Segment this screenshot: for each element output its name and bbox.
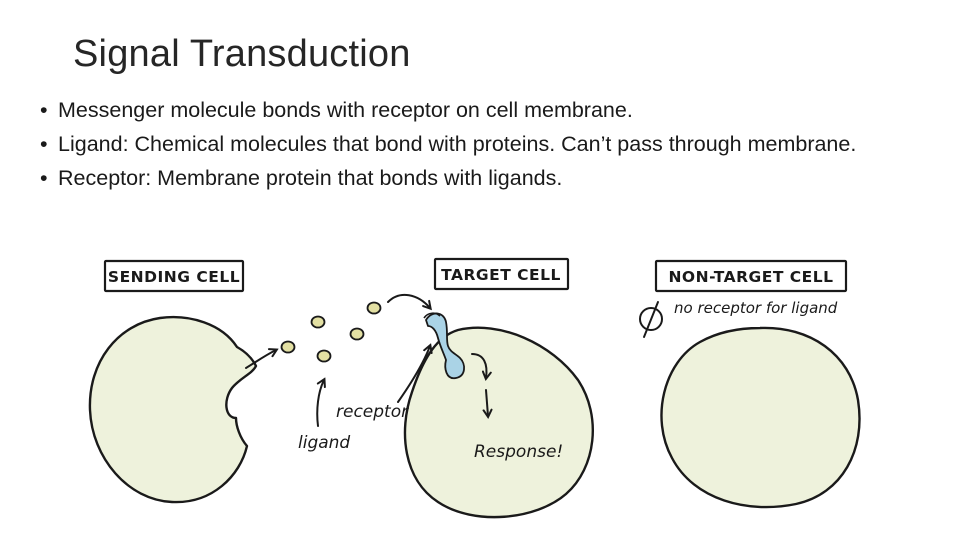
bullet-list: • Messenger molecule bonds with receptor… — [40, 96, 920, 198]
target-cell — [403, 326, 595, 519]
sending-cell-label-box: SENDING CELL — [103, 259, 245, 293]
slide-title: Signal Transduction — [73, 33, 411, 75]
signal-transduction-diagram: SENDING CELL TARGET CELL NON-TARGET CELL… — [88, 257, 861, 519]
binding-arrow — [387, 293, 430, 308]
ligand-label: ligand — [298, 433, 350, 453]
secretion-arrow — [245, 350, 276, 369]
non-target-cell — [660, 326, 861, 509]
bullet-glyph: • — [40, 166, 48, 190]
bullet-text: Messenger molecule bonds with receptor o… — [58, 98, 633, 122]
no-receptor-icon — [639, 301, 663, 338]
bullet-glyph: • — [40, 132, 48, 156]
bullet-glyph: • — [40, 98, 48, 122]
signal-arrow-1 — [471, 353, 486, 378]
target-cell-label-box: TARGET CELL — [433, 257, 570, 291]
receptor-label: receptor — [336, 402, 409, 422]
response-label: Response! — [474, 442, 563, 462]
signal-arrow-2 — [486, 389, 488, 416]
bullet-text: Ligand: Chemical molecules that bond wit… — [58, 132, 857, 156]
receptor — [423, 312, 465, 380]
bullet-item: • Messenger molecule bonds with receptor… — [40, 96, 920, 124]
bullet-item: • Receptor: Membrane protein that bonds … — [40, 164, 920, 192]
non-target-cell-label: NON-TARGET CELL — [668, 268, 833, 286]
receptor-pointer-arrow — [397, 346, 430, 403]
ligand-pointer-arrow — [316, 380, 324, 427]
bullet-item: • Ligand: Chemical molecules that bond w… — [40, 130, 920, 158]
ligand-molecules — [280, 301, 382, 363]
bullet-text: Receptor: Membrane protein that bonds wi… — [58, 166, 563, 190]
sending-cell — [88, 316, 258, 504]
non-target-cell-label-box: NON-TARGET CELL — [654, 259, 848, 293]
no-receptor-note: no receptor for ligand — [674, 299, 838, 317]
target-cell-label: TARGET CELL — [441, 266, 561, 284]
sending-cell-label: SENDING CELL — [108, 268, 240, 286]
